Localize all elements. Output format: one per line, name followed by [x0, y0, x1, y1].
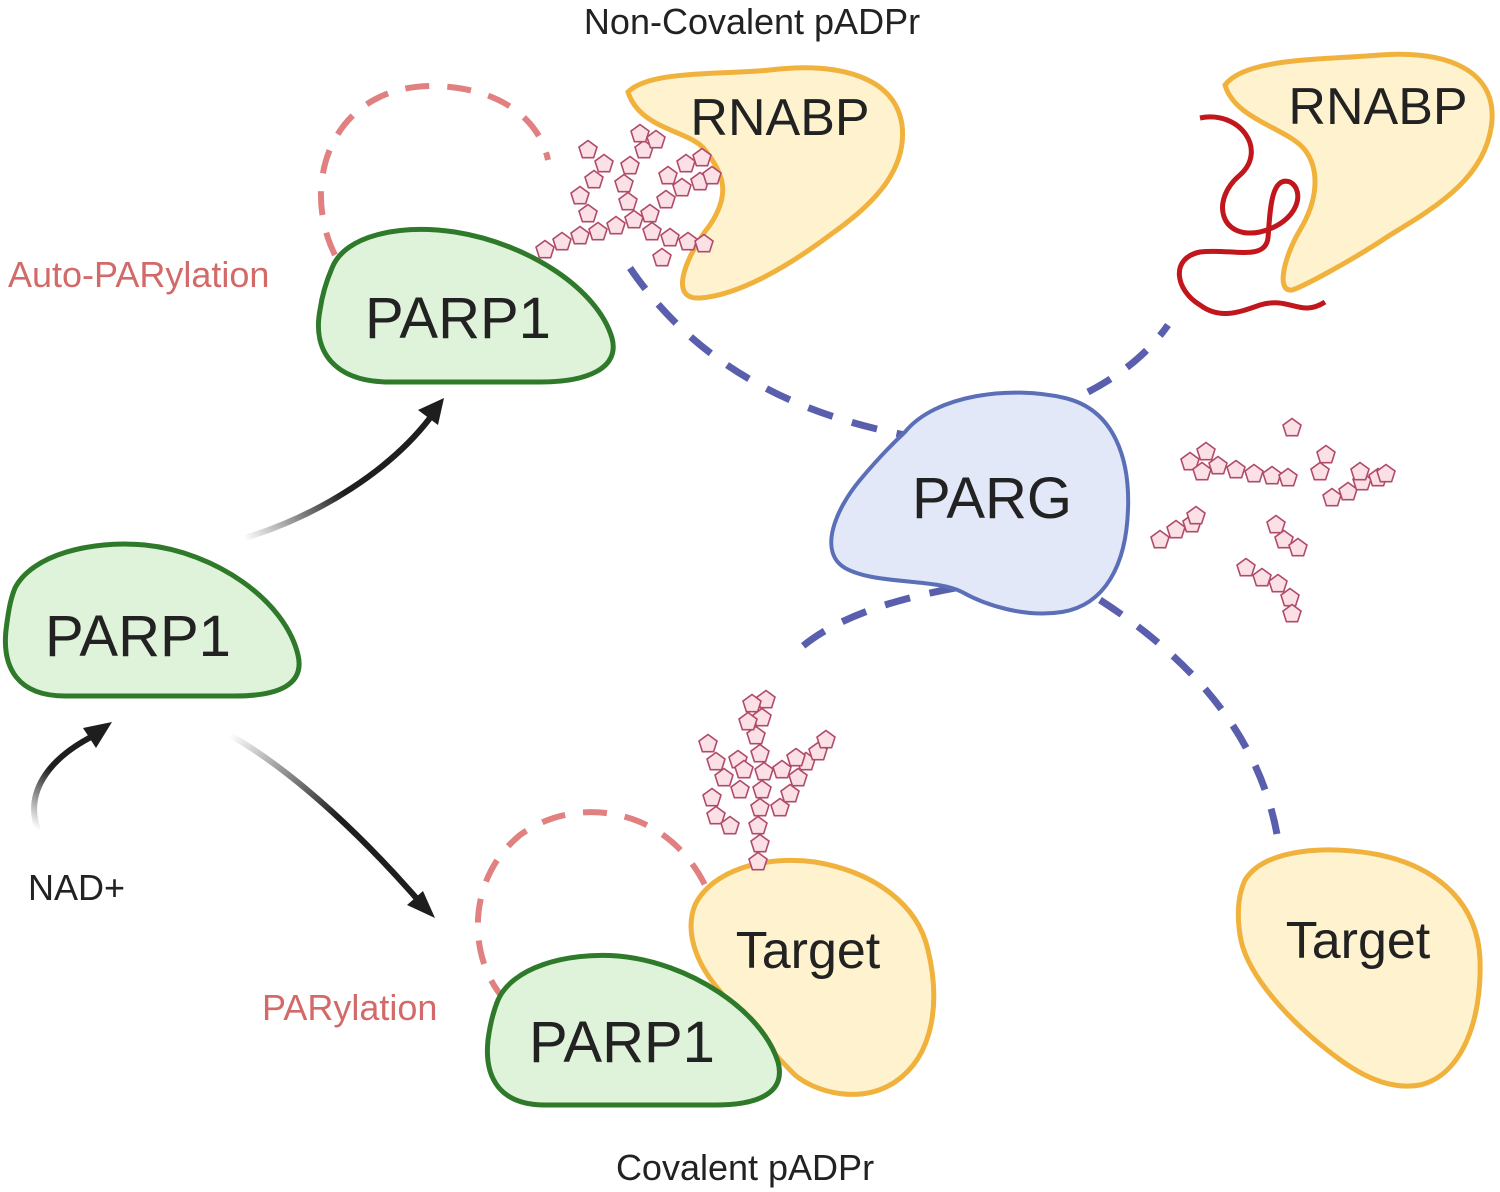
parp1-label-left: PARP1	[45, 604, 231, 669]
parg-shape	[829, 390, 1131, 616]
parylation-arcs	[318, 82, 708, 1003]
arrow-nad-to-parp1	[31, 732, 97, 832]
nad-label: NAD+	[28, 867, 125, 908]
parp1-shape-left	[2, 541, 302, 699]
parylation-label: PARylation	[262, 987, 437, 1028]
connector-parg-rnabp	[1086, 322, 1171, 396]
auto-parylation-arc	[318, 82, 551, 257]
pathway-arrows	[31, 398, 444, 918]
rnabp-shape-right	[1222, 51, 1495, 293]
target-label-right: Target	[1286, 912, 1431, 970]
rnabp-label-center: RNABP	[690, 89, 869, 147]
rnabp-shape-center	[625, 65, 906, 301]
connector-parp1-parg	[627, 266, 906, 439]
parp1-shape-top	[316, 227, 616, 385]
parp1-label-top: PARP1	[365, 286, 551, 351]
connector-parg-target-right	[1098, 597, 1282, 841]
non-covalent-label: Non-Covalent pADPr	[584, 1, 920, 42]
arrow-head-parylation	[407, 891, 435, 918]
parg-label: PARG	[912, 466, 1072, 531]
parp1-shape-bottom	[484, 952, 782, 1108]
arrow-head-auto	[418, 398, 444, 425]
connector-parg-target-left	[787, 584, 956, 661]
rna-strand	[1176, 114, 1327, 316]
pADPr-polymer-bottom	[698, 689, 836, 871]
parp1-label-bottom: PARP1	[529, 1010, 715, 1075]
auto-parylation-label: Auto-PARylation	[8, 254, 269, 295]
covalent-label: Covalent pADPr	[616, 1147, 874, 1188]
target-shape-right	[1235, 847, 1483, 1089]
arrow-parp1-to-parylation	[228, 732, 421, 902]
rnabp-label-right: RNABP	[1288, 78, 1467, 136]
pADPr-fragments	[1150, 417, 1396, 623]
parylation-arc	[474, 809, 708, 1003]
arrow-parp1-to-auto	[244, 416, 433, 541]
parg-connector-lines	[627, 266, 1282, 841]
target-label-center: Target	[736, 922, 881, 980]
arrow-head-nad	[83, 722, 112, 748]
